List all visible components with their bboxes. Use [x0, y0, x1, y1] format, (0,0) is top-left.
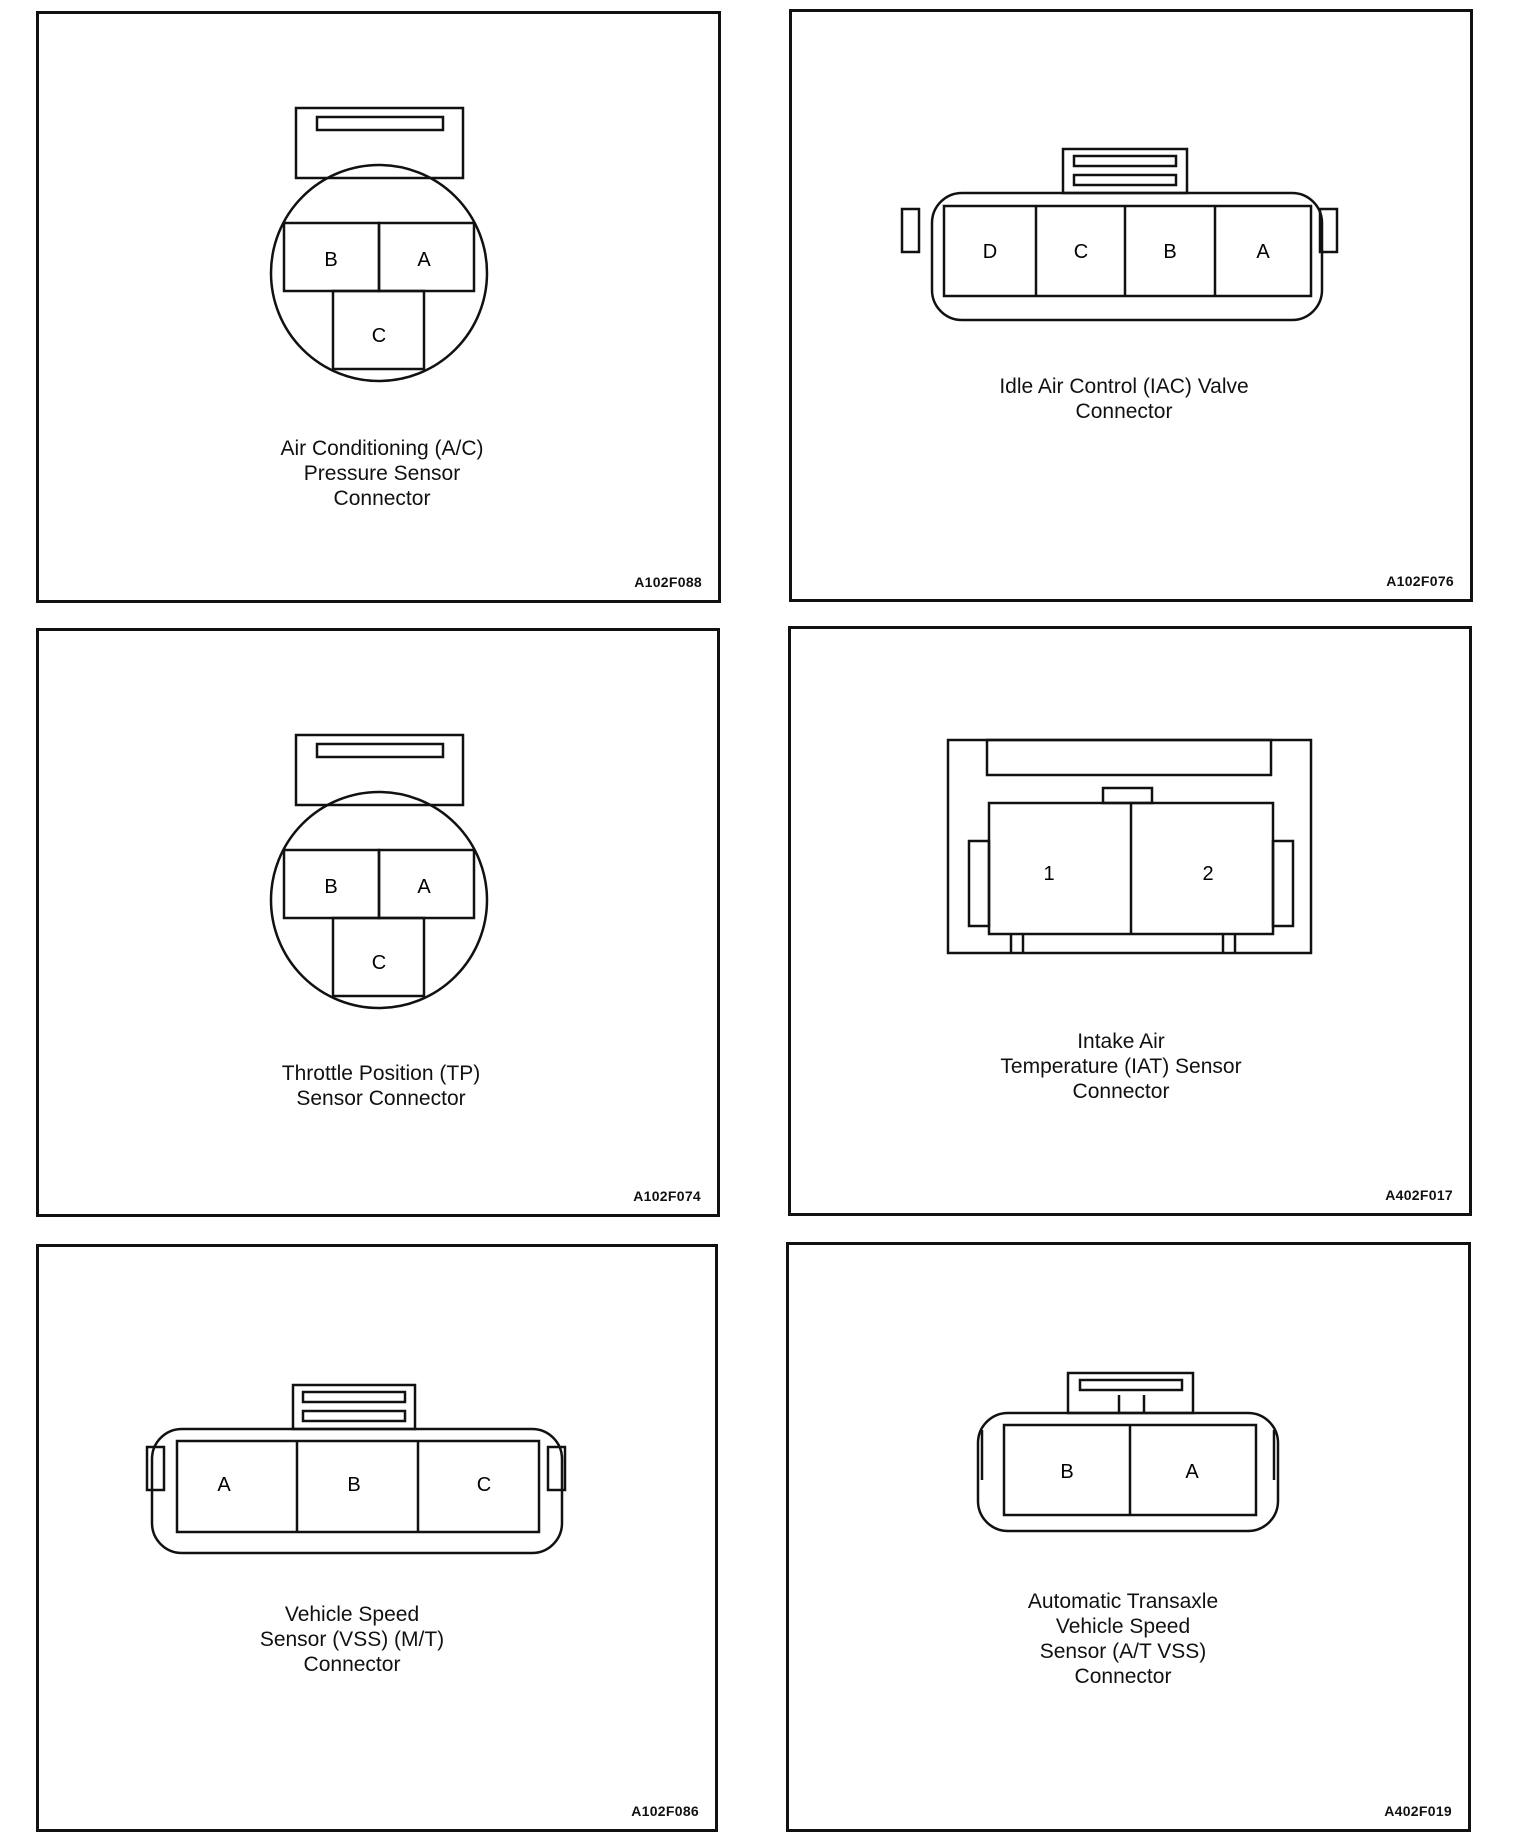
ac-pin-a: A	[417, 249, 431, 271]
vss-mt-caption: Vehicle Speed Sensor (VSS) (M/T) Connect…	[259, 1603, 445, 1676]
at-vss-connector-drawing: B A	[976, 1371, 1280, 1533]
ac-pressure-sensor-caption: Air Conditioning (A/C) Pressure Sensor C…	[280, 437, 484, 510]
at-vss-figure-code: A402F019	[1384, 1803, 1452, 1819]
iac-pin-d: D	[983, 241, 997, 263]
iac-pin-a: A	[1256, 241, 1270, 263]
tp-sensor-connector-drawing: B A C	[269, 733, 489, 1010]
iat-pin-1: 1	[1043, 863, 1054, 885]
iat-sensor-figure-code: A402F017	[1385, 1187, 1453, 1203]
ac-pin-c: C	[372, 325, 386, 347]
iac-pin-c: C	[1074, 241, 1088, 263]
ac-pin-b: B	[324, 249, 337, 271]
vss-mt-pin-b: B	[347, 1474, 360, 1496]
vss-mt-panel: A B C Vehicle Speed Sensor (VSS) (M/T) C…	[36, 1244, 718, 1832]
tp-sensor-caption: Throttle Position (TP) Sensor Connector	[281, 1062, 481, 1110]
iat-pin-2: 2	[1202, 863, 1213, 885]
iac-pin-b: B	[1163, 241, 1176, 263]
ac-pressure-sensor-figure-code: A102F088	[634, 574, 702, 590]
at-vss-pin-a: A	[1185, 1461, 1199, 1483]
vss-mt-pin-c: C	[477, 1474, 491, 1496]
at-vss-caption: Automatic Transaxle Vehicle Speed Sensor…	[1027, 1590, 1219, 1688]
tp-pin-b: B	[324, 876, 337, 898]
ac-pressure-sensor-connector-drawing: B A C	[269, 106, 489, 383]
iac-valve-caption: Idle Air Control (IAC) Valve Connector	[999, 375, 1249, 423]
iat-sensor-panel: 1 2 Intake Air Temperature (IAT) Sensor …	[788, 626, 1472, 1216]
iac-valve-panel: D C B A Idle Air Control (IAC) Valve Con…	[789, 9, 1473, 602]
tp-pin-a: A	[417, 876, 431, 898]
vss-mt-pin-a: A	[217, 1474, 231, 1496]
at-vss-pin-b: B	[1060, 1461, 1073, 1483]
vss-mt-connector-drawing: A B C	[145, 1383, 567, 1555]
iat-sensor-caption: Intake Air Temperature (IAT) Sensor Conn…	[1000, 1030, 1242, 1103]
at-vss-panel: B A Automatic Transaxle Vehicle Speed Se…	[786, 1242, 1471, 1832]
ac-pressure-sensor-panel: B A C Air Conditioning (A/C) Pressure Se…	[36, 11, 721, 603]
tp-sensor-panel: B A C Throttle Position (TP) Sensor Conn…	[36, 628, 720, 1217]
tp-sensor-figure-code: A102F074	[633, 1188, 701, 1204]
iac-valve-connector-drawing: D C B A	[900, 147, 1339, 322]
iac-valve-figure-code: A102F076	[1386, 573, 1454, 589]
iat-sensor-connector-drawing: 1 2	[946, 738, 1313, 955]
vss-mt-figure-code: A102F086	[631, 1803, 699, 1819]
tp-pin-c: C	[372, 952, 386, 974]
